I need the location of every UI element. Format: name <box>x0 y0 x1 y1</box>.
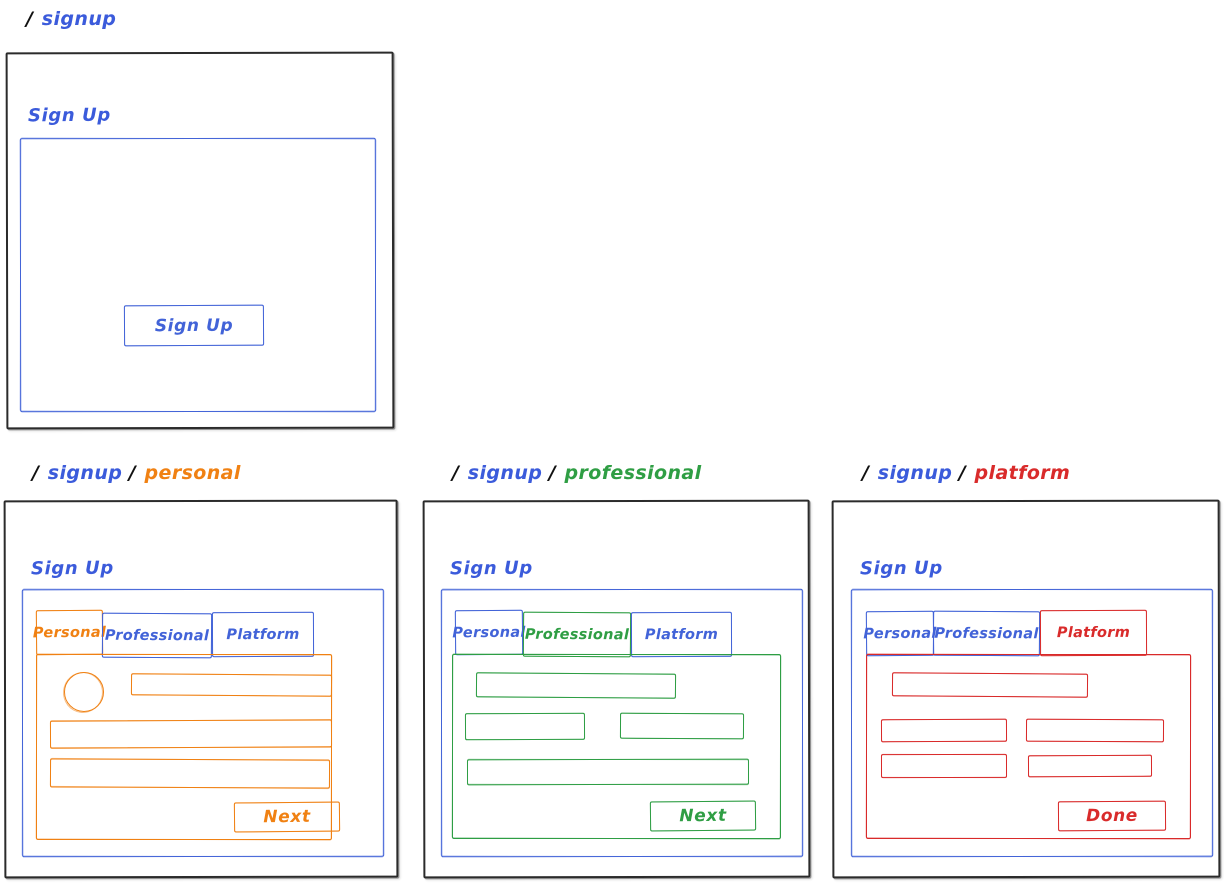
tab-professional[interactable]: Professional <box>522 611 632 658</box>
platform-billing-field[interactable] <box>1027 754 1153 778</box>
role-field[interactable] <box>464 712 586 741</box>
breadcrumb-slash-icon: / <box>452 462 460 484</box>
platform-plan-field[interactable] <box>1025 718 1165 743</box>
signup-card <box>19 137 377 413</box>
tab-panel-platform <box>866 654 1191 839</box>
tab-personal[interactable]: Personal <box>863 610 937 657</box>
tab-platform[interactable]: Platform <box>630 611 733 658</box>
tab-panel-professional <box>452 654 781 839</box>
breadcrumb-item-signup[interactable]: signup <box>467 462 543 484</box>
avatar[interactable] <box>64 672 104 712</box>
tab-professional[interactable]: Professional <box>932 610 1041 657</box>
breadcrumb-slash-icon: / <box>32 462 40 484</box>
breadcrumb-slash-icon-2: / <box>958 462 967 484</box>
page-title: Sign Up <box>449 557 533 580</box>
address-field[interactable] <box>49 758 331 789</box>
tab-personal[interactable]: Personal <box>452 609 526 656</box>
tab-personal[interactable]: Personal <box>33 609 106 656</box>
industry-field[interactable] <box>619 712 745 740</box>
breadcrumb: / signup / professional <box>452 462 702 484</box>
breadcrumb: / signup / personal <box>32 462 241 484</box>
company-field[interactable] <box>475 672 677 699</box>
page-title: Sign Up <box>30 557 114 580</box>
breadcrumb-slash-icon: / <box>862 462 870 484</box>
breadcrumb: / signup <box>26 8 116 30</box>
breadcrumb-item-personal[interactable]: personal <box>144 462 241 484</box>
platform-region-field[interactable] <box>880 718 1008 743</box>
page-title: Sign Up <box>859 557 943 580</box>
page-title: Sign Up <box>27 104 111 127</box>
tab-platform[interactable]: Platform <box>1039 609 1148 657</box>
breadcrumb-item-signup[interactable]: signup <box>47 462 123 484</box>
platform-name-field[interactable] <box>891 672 1089 698</box>
breadcrumb-item-platform[interactable]: platform <box>974 462 1071 484</box>
tab-panel-personal <box>36 654 332 840</box>
breadcrumb-item-professional[interactable]: professional <box>564 462 702 484</box>
platform-tier-field[interactable] <box>880 753 1008 779</box>
breadcrumb-slash-icon-2: / <box>548 462 557 484</box>
summary-field[interactable] <box>466 758 750 786</box>
breadcrumb-slash-icon-2: / <box>128 462 137 484</box>
tab-platform[interactable]: Platform <box>211 611 315 658</box>
breadcrumb-item-signup[interactable]: signup <box>41 8 117 30</box>
signup-button[interactable]: Sign Up <box>123 304 265 347</box>
breadcrumb-slash-icon: / <box>26 8 34 30</box>
next-button[interactable]: Next <box>649 800 757 832</box>
tab-professional[interactable]: Professional <box>101 612 213 659</box>
breadcrumb-item-signup[interactable]: signup <box>877 462 953 484</box>
bio-field[interactable] <box>49 719 333 749</box>
done-button[interactable]: Done <box>1057 800 1167 832</box>
breadcrumb: / signup / platform <box>862 462 1070 484</box>
name-field[interactable] <box>130 673 333 697</box>
next-button[interactable]: Next <box>233 801 341 833</box>
